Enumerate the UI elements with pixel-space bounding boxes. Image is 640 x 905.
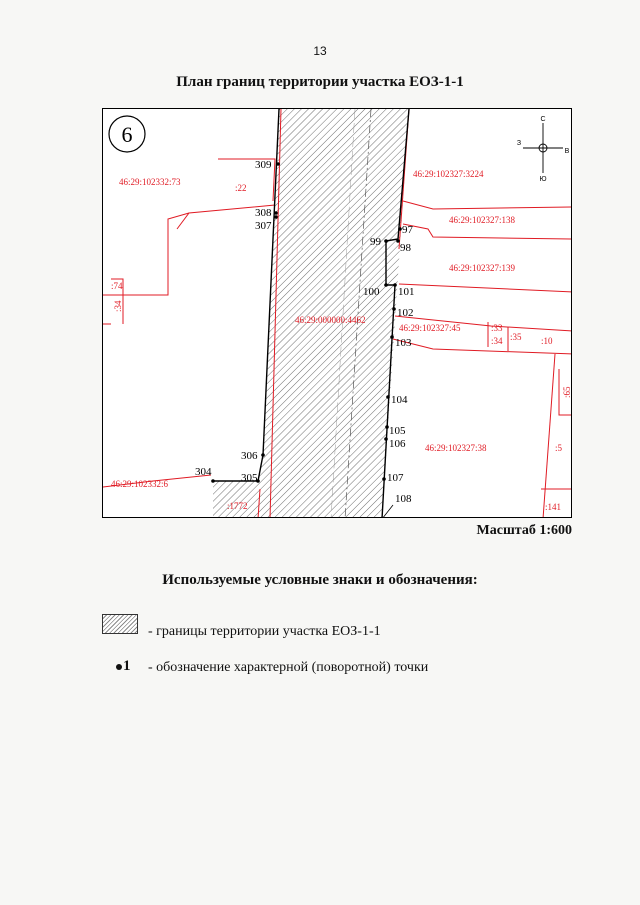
hatch-legend-swatch bbox=[102, 614, 138, 634]
boundary-point-307 bbox=[274, 215, 278, 219]
axis-line bbox=[344, 109, 372, 517]
map-frame: 6 С Ю З В 46:29:102332:73 :22 46:29:1023… bbox=[102, 108, 572, 518]
boundary-point-305 bbox=[256, 479, 260, 483]
cadastral-label: :35 bbox=[510, 332, 522, 342]
hatch-legend-text: - границы территории участка ЕОЗ-1-1 bbox=[148, 624, 381, 639]
point-legend-text: - обозначение характерной (поворотной) т… bbox=[148, 660, 429, 675]
cadastral-label: :22 bbox=[235, 183, 247, 193]
point-label: 307 bbox=[255, 220, 272, 232]
cadastral-label: 46:29:102332:73 bbox=[119, 177, 181, 187]
cadastral-label: :1772 bbox=[227, 501, 248, 511]
axis-line bbox=[330, 109, 356, 517]
cadastral-label: :74 bbox=[111, 281, 123, 291]
boundary-point-99 bbox=[384, 239, 388, 243]
cadastral-label: 46:29:102327:138 bbox=[449, 215, 516, 225]
cadastral-label: :141 bbox=[545, 502, 561, 512]
point-label: 100 bbox=[363, 286, 380, 298]
cadastral-label: 46:29:102327:38 bbox=[425, 443, 487, 453]
territory-boundary-right bbox=[381, 109, 410, 517]
cadastral-label: 46:29:102327:139 bbox=[449, 263, 516, 273]
point-label: 308 bbox=[255, 207, 272, 219]
cadastral-label: 46:29:000000:4462 bbox=[295, 315, 366, 325]
boundary-point-100 bbox=[384, 283, 388, 287]
point-label: 104 bbox=[391, 394, 408, 406]
compass-icon bbox=[523, 123, 563, 173]
cadastral-label: :10 bbox=[541, 336, 553, 346]
map-scale: Масштаб 1:600 bbox=[476, 523, 572, 538]
point-label: 107 bbox=[387, 472, 404, 484]
boundary-point-103 bbox=[390, 335, 394, 339]
territory-bottom-leader bbox=[383, 504, 394, 517]
point-label: 98 bbox=[400, 242, 412, 254]
boundary-point-309 bbox=[276, 162, 280, 166]
sheet-number: 6 bbox=[122, 122, 133, 147]
boundary-point-97 bbox=[398, 227, 402, 231]
cadastral-label: 46:29:102327:3224 bbox=[413, 169, 484, 179]
territory-area bbox=[213, 109, 409, 517]
cadastral-label: :5 bbox=[555, 443, 563, 453]
boundary-point-105 bbox=[385, 425, 389, 429]
boundary-point-101 bbox=[393, 283, 397, 287]
boundary-point-107 bbox=[382, 477, 386, 481]
cadastral-label: :34 bbox=[491, 336, 503, 346]
boundary-point-306 bbox=[261, 453, 265, 457]
boundary-point-304 bbox=[211, 479, 215, 483]
point-label: 309 bbox=[255, 159, 272, 171]
point-dot-icon bbox=[116, 663, 122, 670]
boundary-point-308 bbox=[274, 211, 278, 215]
point-label: 105 bbox=[389, 425, 406, 437]
boundary-point-104 bbox=[386, 395, 390, 399]
cadastral-label: 46:29:102332:6 bbox=[111, 479, 169, 489]
compass-north: С bbox=[540, 116, 545, 123]
point-label: 102 bbox=[397, 307, 414, 319]
cadastral-label: :33 bbox=[491, 323, 503, 333]
boundary-point-106 bbox=[384, 437, 388, 441]
territory-boundary bbox=[213, 109, 280, 482]
cadastral-label: :65 bbox=[562, 386, 572, 398]
compass-east: В bbox=[565, 148, 570, 155]
compass-south: Ю bbox=[539, 176, 546, 183]
point-label: 97 bbox=[402, 224, 414, 236]
point-label: 103 bbox=[395, 337, 412, 349]
point-label: 305 bbox=[241, 472, 258, 484]
point-label: 101 bbox=[398, 286, 415, 298]
point-label: 304 bbox=[195, 466, 212, 478]
point-label: 99 bbox=[370, 236, 382, 248]
point-label: 106 bbox=[389, 438, 406, 450]
boundary-point-102 bbox=[392, 307, 396, 311]
plan-title: План границ территории участка ЕОЗ-1-1 bbox=[176, 74, 464, 90]
cadastral-label: :34 bbox=[113, 300, 123, 312]
boundary-plan-map: 6 С Ю З В 46:29:102332:73 :22 46:29:1023… bbox=[103, 109, 572, 517]
cadastral-label: 46:29:102327:45 bbox=[399, 323, 461, 333]
legend-title: Используемые условные знаки и обозначени… bbox=[162, 572, 478, 588]
sheet-number-circle bbox=[108, 115, 146, 153]
point-label: 306 bbox=[241, 450, 258, 462]
point-legend-symbol: 1 bbox=[116, 658, 131, 675]
point-legend-number: 1 bbox=[123, 658, 131, 674]
point-label: 108 bbox=[395, 493, 412, 505]
cadastral-lines bbox=[103, 109, 571, 517]
page-number: 13 bbox=[313, 44, 327, 58]
boundary-point-98 bbox=[396, 239, 400, 243]
compass-west: З bbox=[517, 140, 521, 147]
